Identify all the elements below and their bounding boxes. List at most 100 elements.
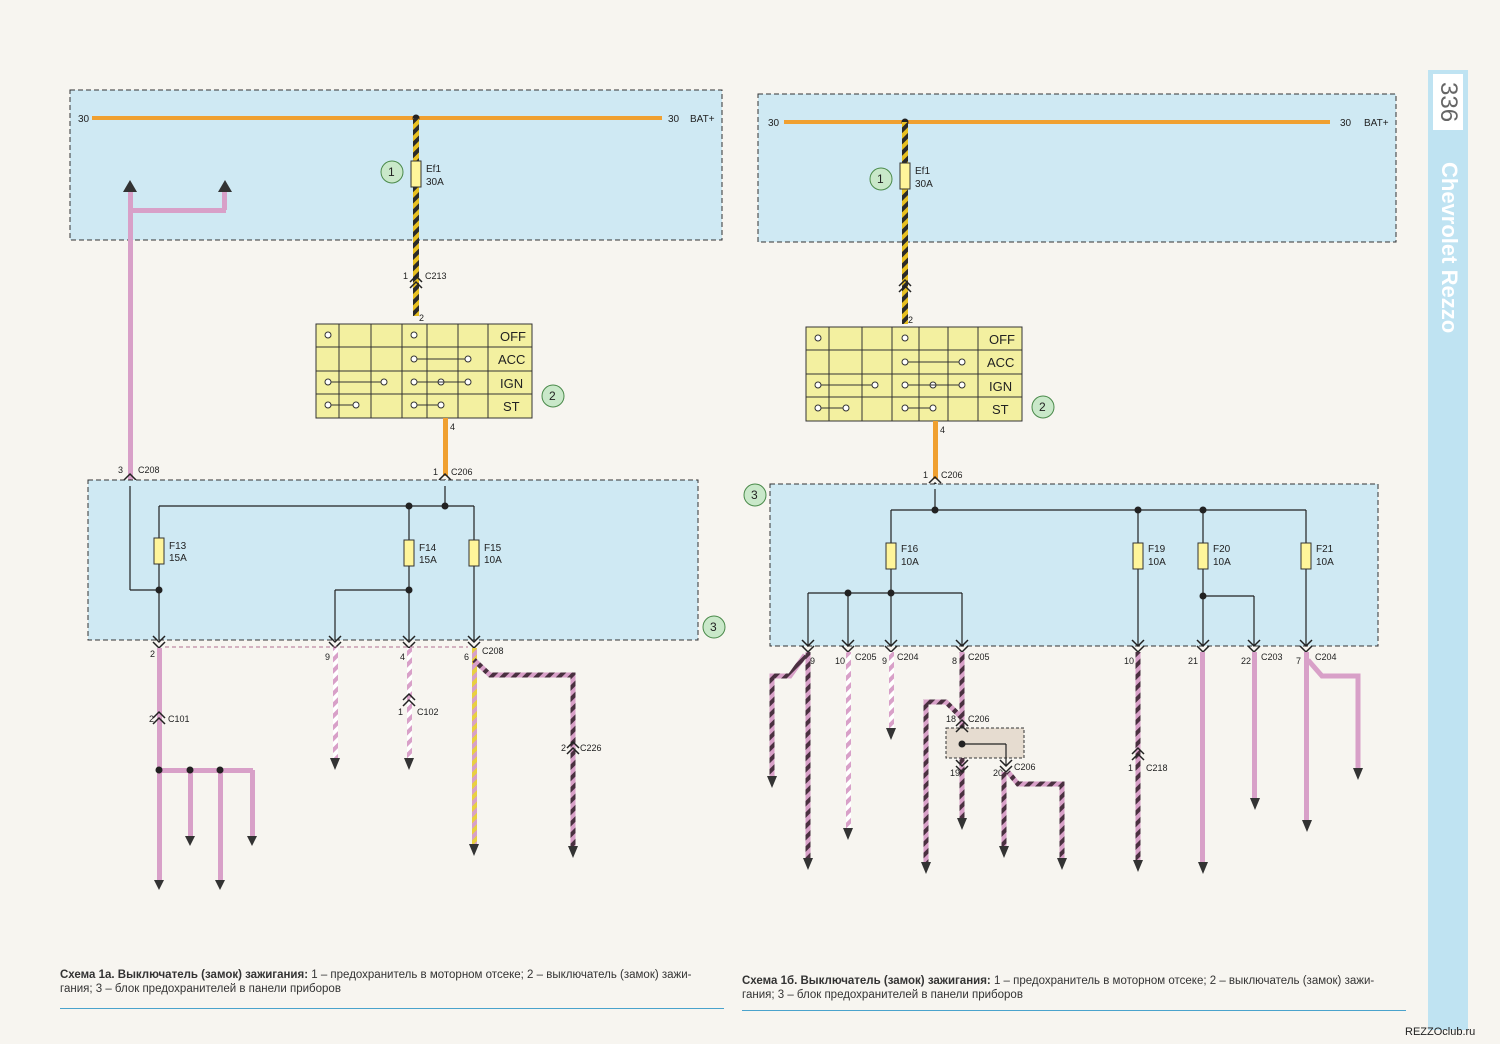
- out-pin-10b-b: 10: [1124, 656, 1134, 666]
- c206-b: C206: [941, 470, 963, 480]
- out-c208-a: C208: [482, 646, 504, 656]
- panel-fuse-block-a: [87, 479, 699, 641]
- svg-text:15A: 15A: [169, 553, 187, 564]
- c206-pin-b: 1: [923, 470, 928, 480]
- rail-label-left-b: 30: [768, 118, 780, 129]
- c226-pin-a: 2: [561, 743, 566, 753]
- c101-a: C101: [168, 714, 190, 724]
- c213-pin-a: 1: [403, 271, 408, 281]
- c206-low-b: C206: [1014, 762, 1036, 772]
- fuse-f16-b: F16 10A: [885, 542, 919, 570]
- watermark: REZZOclub.ru: [1405, 1026, 1476, 1038]
- c208-pin-a: 3: [118, 465, 123, 475]
- svg-text:15A: 15A: [419, 555, 437, 566]
- svg-text:F21: F21: [1316, 544, 1334, 555]
- caption-b-text2: гания; 3 – блок предохранителей в панели…: [742, 989, 1023, 1001]
- svg-text:10A: 10A: [1316, 557, 1334, 568]
- out-c204-b: C204: [897, 652, 919, 662]
- caption-b: Схема 1б. Выключатель (замок) зажигания:…: [742, 974, 1406, 1002]
- out-pin-6-a: 6: [464, 652, 469, 662]
- diagram-b: 30 30 BAT+ Ef1 30A 1 2: [743, 93, 1397, 874]
- svg-text:10A: 10A: [1213, 557, 1231, 568]
- out-pin-7-b: 7: [1296, 656, 1301, 666]
- fuse-ef1-b: [899, 162, 911, 190]
- callout-3-a-text: 3: [710, 620, 717, 634]
- rail-label-right-a: 30: [668, 114, 680, 125]
- fuse-f14-a: F14 15A: [403, 539, 437, 567]
- pos-acc-b: ACC: [987, 355, 1014, 370]
- c218-pin-b: 1: [1128, 763, 1133, 773]
- out-c204b-b: C204: [1315, 652, 1337, 662]
- feed-wire-b: [902, 122, 908, 324]
- callout-3-b: [743, 483, 767, 507]
- switch-pin-bottom-b: 4: [940, 425, 945, 435]
- switch-pin-top-b: 2: [908, 315, 913, 325]
- c206-mid-b: C206: [968, 714, 990, 724]
- callout-3-b-text: 3: [751, 488, 758, 502]
- svg-text:F20: F20: [1213, 544, 1231, 555]
- c206-low-pin-19-b: 19: [950, 768, 960, 778]
- caption-a-title: Схема 1а. Выключатель (замок) зажигания:: [60, 969, 309, 981]
- side-tab: [1428, 70, 1468, 1030]
- ignition-switch-a: OFF ACC IGN ST: [315, 323, 533, 419]
- out-pin-9-b: 9: [810, 656, 815, 666]
- pos-ign-b: IGN: [989, 379, 1012, 394]
- rail-bat-b: BAT+: [1364, 118, 1389, 129]
- callout-1-b-text: 1: [877, 172, 884, 186]
- callout-2-b: [1031, 395, 1055, 419]
- fuse-ef1-rating-b: 30A: [915, 179, 933, 190]
- caption-a: Схема 1а. Выключатель (замок) зажигания:…: [60, 968, 724, 996]
- c206-pin-a: 1: [433, 467, 438, 477]
- caption-a-text2: гания; 3 – блок предохранителей в панели…: [60, 983, 341, 995]
- c101-pin-a: 2: [149, 714, 154, 724]
- out-c203-b: C203: [1261, 652, 1283, 662]
- out-pin-21-b: 21: [1188, 656, 1198, 666]
- rail-label-right-b: 30: [1340, 118, 1352, 129]
- out-pin-22-b: 22: [1241, 656, 1251, 666]
- pos-st-a: ST: [503, 399, 520, 414]
- fuse-ef1-name-a: Ef1: [426, 164, 441, 175]
- caption-a-rule: [60, 1008, 724, 1009]
- fuse-ef1-rating-a: 30A: [426, 177, 444, 188]
- caption-b-title: Схема 1б. Выключатель (замок) зажигания:: [742, 975, 991, 987]
- svg-text:F19: F19: [1148, 544, 1166, 555]
- callout-1-a-text: 1: [388, 165, 395, 179]
- out-pin-8-b: 8: [952, 656, 957, 666]
- pos-off-a: OFF: [500, 329, 526, 344]
- c226-a: C226: [580, 743, 602, 753]
- fuse-ef1-a: [410, 160, 422, 188]
- switch-pin-bottom-a: 4: [450, 422, 455, 432]
- rail-label-left-a: 30: [78, 114, 90, 125]
- pos-st-b: ST: [992, 402, 1009, 417]
- callout-2-b-text: 2: [1039, 400, 1046, 414]
- svg-text:F14: F14: [419, 543, 437, 554]
- pos-ign-a: IGN: [500, 376, 523, 391]
- callout-2-a: [541, 384, 565, 408]
- fuse-f20-b: F20 10A: [1197, 542, 1231, 570]
- out-c205-b: C205: [855, 652, 877, 662]
- fuse-f19-b: F19 10A: [1132, 542, 1166, 570]
- c206-a: C206: [451, 467, 473, 477]
- engine-fuse-block-b: [757, 93, 1397, 243]
- diagram-a: 30 30 BAT+ Ef1 30A 1 1 C213 2: [69, 89, 726, 890]
- fuse-ef1-name-b: Ef1: [915, 166, 930, 177]
- svg-text:F15: F15: [484, 543, 502, 554]
- out-pin-9-a: 9: [325, 652, 330, 662]
- pos-acc-a: ACC: [498, 352, 525, 367]
- svg-text:10A: 10A: [484, 555, 502, 566]
- panel-fuse-block-b: [769, 483, 1379, 647]
- switch-pin-top-a: 2: [419, 313, 424, 323]
- pos-off-b: OFF: [989, 332, 1015, 347]
- callout-1-a: [380, 160, 404, 184]
- out-pin-4-a: 4: [400, 652, 405, 662]
- c102-a: C102: [417, 707, 439, 717]
- svg-text:F16: F16: [901, 544, 919, 555]
- fuse-f15-a: F15 10A: [468, 539, 502, 567]
- out-pin-10-b: 10: [835, 656, 845, 666]
- fuse-f13-a: F13 15A: [153, 537, 187, 565]
- caption-a-text: 1 – предохранитель в моторном отсеке; 2 …: [308, 969, 692, 981]
- rail-bat-a: BAT+: [690, 114, 715, 125]
- caption-b-text: 1 – предохранитель в моторном отсеке; 2 …: [990, 975, 1375, 987]
- svg-text:10A: 10A: [1148, 557, 1166, 568]
